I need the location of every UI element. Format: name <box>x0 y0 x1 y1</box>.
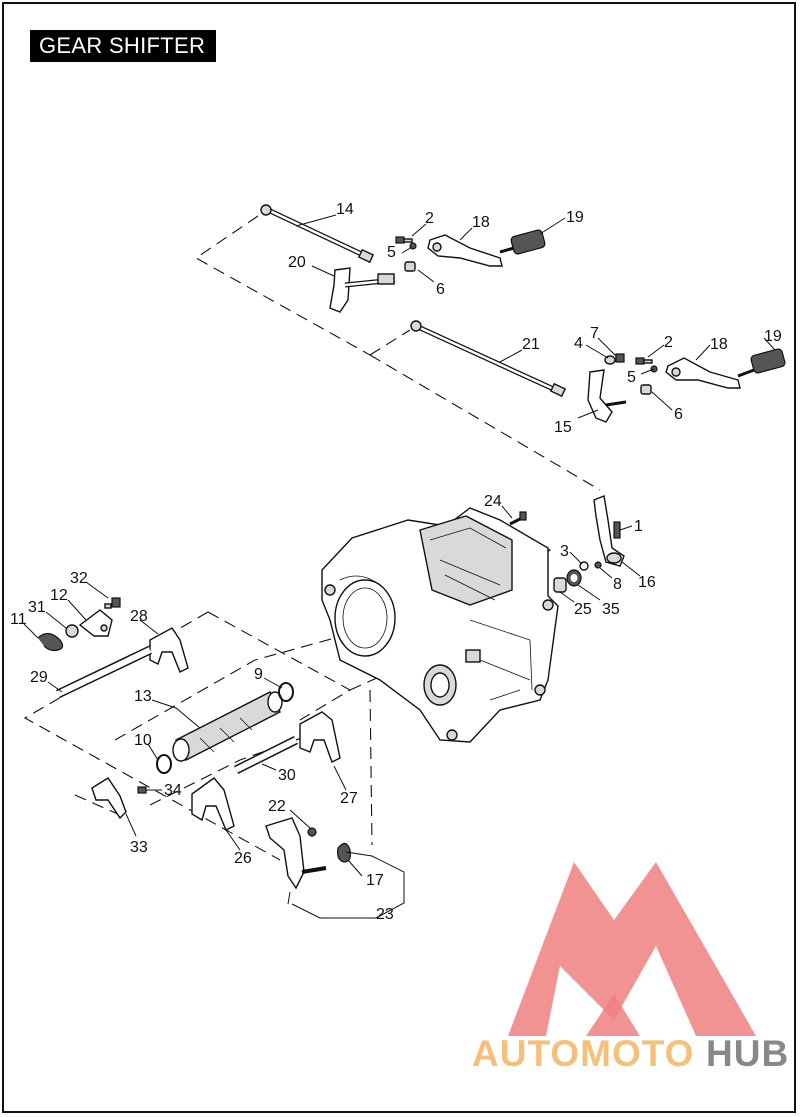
bushing-6-upper <box>404 261 416 272</box>
bolt-32 <box>104 597 121 609</box>
shifter-lever-15 <box>587 369 627 423</box>
watermark-text-automoto: AUTOMOTO <box>472 1033 694 1074</box>
spring-17 <box>337 842 351 863</box>
callout-31: 31 <box>28 599 46 616</box>
callout-6-lower: 6 <box>674 406 683 423</box>
bolt-24 <box>509 511 527 526</box>
shift-peg-19-lower <box>737 348 786 378</box>
callout-8: 8 <box>613 576 622 593</box>
callout-11: 11 <box>10 611 27 628</box>
callout-19-upper: 19 <box>566 209 584 226</box>
callout-3: 3 <box>560 543 569 560</box>
callout-23: 23 <box>376 906 394 923</box>
transmission-case <box>321 507 559 743</box>
nut-7 <box>615 353 625 363</box>
pawl-assembly-23 <box>265 817 327 890</box>
callout-5-lower: 5 <box>627 369 636 386</box>
callout-7: 7 <box>590 325 599 342</box>
spring-11 <box>37 632 64 652</box>
callout-28: 28 <box>130 608 148 625</box>
callout-2-lower: 2 <box>664 334 673 351</box>
callout-18-lower: 18 <box>710 336 728 353</box>
callout-16: 16 <box>638 574 656 591</box>
callout-1: 1 <box>634 518 643 535</box>
shift-drum-13 <box>172 691 283 762</box>
callout-33: 33 <box>130 839 148 856</box>
bolt-2-lower <box>635 357 653 365</box>
retaining-ring-10 <box>156 754 172 774</box>
callout-20: 20 <box>288 254 306 271</box>
bolt-2-upper <box>395 236 413 244</box>
spacer-31 <box>65 624 79 638</box>
callout-17: 17 <box>366 872 384 889</box>
callout-6-upper: 6 <box>436 281 445 298</box>
shift-fork-27 <box>299 711 341 763</box>
retaining-ring-9 <box>278 682 294 702</box>
detent-plate-33 <box>91 777 127 820</box>
bolt-34 <box>137 786 147 794</box>
callout-18-upper: 18 <box>472 214 490 231</box>
callout-27: 27 <box>340 790 358 807</box>
bolt-1 <box>613 521 621 539</box>
shift-fork-26 <box>191 777 235 831</box>
shift-fork-28 <box>149 627 189 673</box>
callout-12: 12 <box>50 587 68 604</box>
watermark-text-hub: HUB <box>706 1033 789 1074</box>
shift-rod-14 <box>260 204 375 264</box>
callout-29: 29 <box>30 669 48 686</box>
callout-35: 35 <box>602 601 620 618</box>
callout-34: 34 <box>164 782 182 799</box>
callout-14: 14 <box>336 201 354 218</box>
diagram-title: GEAR SHIFTER <box>30 30 216 62</box>
callout-13: 13 <box>134 688 152 705</box>
callout-9: 9 <box>254 666 263 683</box>
shift-peg-arm-18-upper <box>427 234 503 267</box>
callout-22: 22 <box>268 798 286 815</box>
shifter-lever-20 <box>329 267 396 313</box>
callout-19-lower: 19 <box>764 328 782 345</box>
callout-25: 25 <box>574 601 592 618</box>
callout-30: 30 <box>278 767 296 784</box>
callout-32: 32 <box>70 570 88 587</box>
callout-2-upper: 2 <box>425 210 434 227</box>
callout-15: 15 <box>554 419 572 436</box>
callout-5-upper: 5 <box>387 244 396 261</box>
leader-lines <box>23 214 776 919</box>
fork-shaft-29 <box>56 645 152 699</box>
callout-26: 26 <box>234 850 252 867</box>
pawl-12 <box>78 609 113 637</box>
seal-35 <box>566 569 582 587</box>
shifter-arm-16 <box>593 495 625 567</box>
callout-labels: 14 2 18 19 20 5 6 21 7 4 2 18 19 5 15 6 … <box>10 201 782 923</box>
shift-rod-21 <box>410 320 567 398</box>
watermark-logo <box>508 862 756 1036</box>
bushing-25 <box>553 577 567 593</box>
callout-10: 10 <box>134 732 152 749</box>
callout-24: 24 <box>484 493 502 510</box>
shift-peg-arm-18-lower <box>665 357 741 389</box>
callout-4: 4 <box>574 335 583 352</box>
shift-peg-19-upper <box>499 229 546 255</box>
callout-21: 21 <box>522 336 540 353</box>
fork-shaft-30 <box>233 735 299 775</box>
bushing-6-lower <box>640 384 652 395</box>
washer-8 <box>594 561 602 569</box>
